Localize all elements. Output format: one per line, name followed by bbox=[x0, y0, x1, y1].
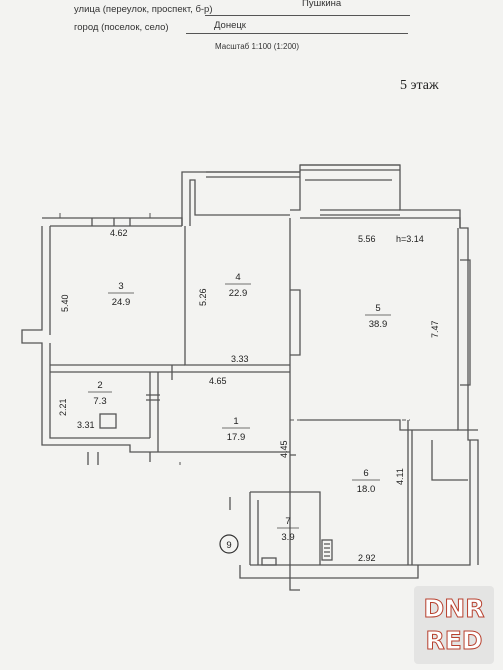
street-value: Пушкина bbox=[302, 0, 342, 9]
dim-2-92: 2.92 bbox=[358, 553, 376, 563]
dim-5-40: 5.40 bbox=[60, 294, 70, 312]
room-7-number: 7 bbox=[285, 516, 290, 527]
dim-4-62: 4.62 bbox=[110, 228, 128, 238]
room-6-number: 6 bbox=[363, 468, 368, 479]
axis-marker: 9 bbox=[226, 540, 231, 551]
room-4-number: 4 bbox=[235, 272, 240, 283]
room-7-area: 3.9 bbox=[281, 532, 294, 543]
dim-4-65: 4.65 bbox=[209, 376, 227, 386]
dim-5-26: 5.26 bbox=[198, 288, 208, 306]
dim-3-31: 3.31 bbox=[77, 420, 95, 430]
ceiling-height: h=3.14 bbox=[396, 234, 424, 244]
room-4-area: 22.9 bbox=[229, 288, 248, 299]
watermark-line-1: DNR bbox=[423, 594, 485, 624]
city-label: город (поселок, село) bbox=[74, 22, 169, 33]
street-underline bbox=[205, 15, 410, 16]
street-label: улица (переулок, проспект, б-р) bbox=[74, 4, 213, 15]
city-underline bbox=[186, 33, 408, 34]
room-1: 1 17.9 bbox=[222, 416, 250, 443]
room-3-area: 24.9 bbox=[112, 297, 131, 308]
city-value: Донецк bbox=[214, 20, 246, 31]
dim-4-45: 4.45 bbox=[279, 440, 289, 458]
room-5: 5 38.9 bbox=[365, 303, 391, 330]
dim-5-56: 5.56 bbox=[358, 234, 376, 244]
dim-4-11: 4.11 bbox=[395, 468, 405, 485]
scale-text: Масштаб 1:100 (1:200) bbox=[215, 42, 300, 51]
room-2: 2 7.3 bbox=[88, 380, 112, 407]
room-1-area: 17.9 bbox=[227, 432, 246, 443]
dim-2-21: 2.21 bbox=[58, 398, 68, 416]
room-7: 7 3.9 bbox=[277, 516, 299, 543]
room-4: 4 22.9 bbox=[225, 272, 251, 299]
dim-7-47: 7.47 bbox=[430, 320, 440, 338]
room-6: 6 18.0 bbox=[352, 468, 380, 495]
floor-label: 5 этаж bbox=[400, 78, 439, 93]
dim-3-33: 3.33 bbox=[231, 354, 249, 364]
watermark-logo: DNR RED bbox=[414, 586, 494, 664]
axis-marker-circle bbox=[219, 534, 239, 554]
room-6-area: 18.0 bbox=[357, 484, 376, 495]
room-2-number: 2 bbox=[97, 380, 102, 391]
room-2-area: 7.3 bbox=[93, 396, 106, 407]
room-5-area: 38.9 bbox=[369, 319, 388, 330]
room-1-number: 1 bbox=[233, 416, 238, 427]
room-5-number: 5 bbox=[375, 303, 380, 314]
watermark-line-2: RED bbox=[425, 626, 483, 656]
room-3: 3 24.9 bbox=[108, 281, 134, 308]
room-3-number: 3 bbox=[118, 281, 123, 292]
